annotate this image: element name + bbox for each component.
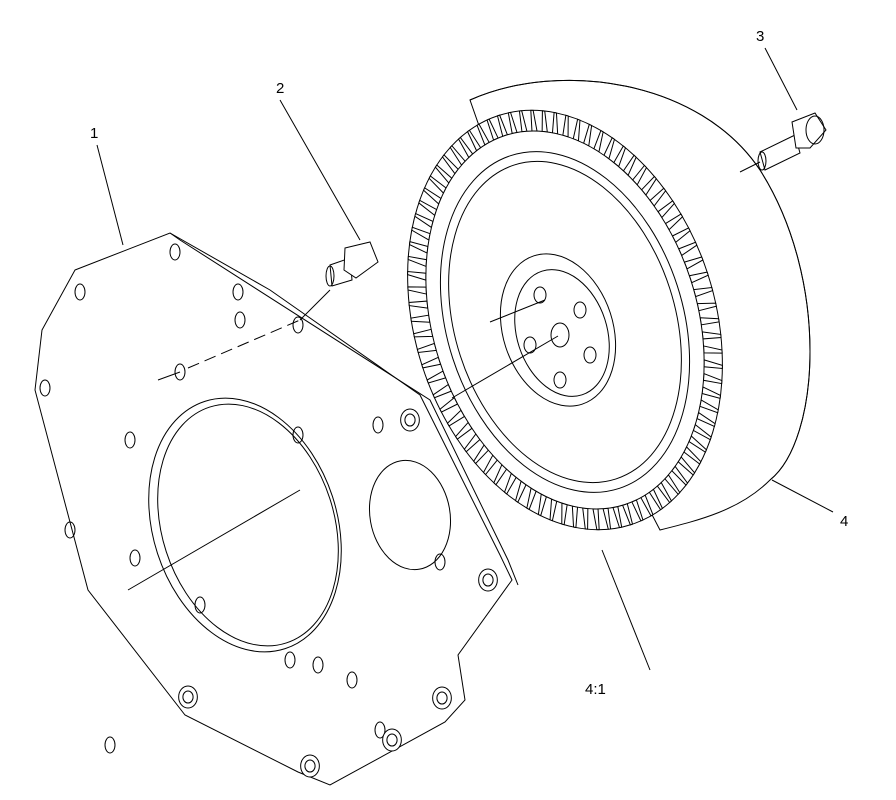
plate-hole	[284, 651, 296, 669]
callout-4-1: 4:1	[585, 681, 606, 698]
plate-hole	[174, 363, 186, 381]
plate-hole	[372, 416, 384, 434]
plate-hole	[64, 521, 76, 539]
plate-hole	[234, 311, 246, 329]
callout-leaders	[96, 47, 834, 671]
plate-hole	[169, 243, 181, 261]
flywheel-face-inner	[448, 160, 682, 484]
plate-boss	[436, 691, 448, 705]
plate-hole	[292, 426, 304, 444]
plate-hole	[104, 736, 116, 754]
bolt-flywheel	[739, 112, 827, 173]
callout-2: 2	[276, 80, 284, 97]
plate-thickness-edge	[169, 232, 519, 586]
callout-3: 3	[756, 28, 764, 45]
plate-hole	[312, 656, 324, 674]
plate-hole	[74, 283, 86, 301]
plate-hole	[232, 283, 244, 301]
plate-hole	[194, 596, 206, 614]
plate-hole	[39, 379, 51, 397]
plate-holes	[39, 243, 498, 778]
bolt-small	[325, 241, 379, 287]
flywheel	[407, 79, 811, 531]
flywheel-hub-inner	[514, 269, 610, 397]
plate-boss	[182, 690, 194, 704]
flywheel-face	[439, 151, 691, 493]
callout-1: 1	[90, 125, 98, 142]
plate-hole	[374, 721, 386, 739]
adapter-plate	[34, 232, 519, 786]
plate-hole	[292, 316, 304, 334]
plate-hole	[124, 431, 136, 449]
plate-hole	[346, 671, 358, 689]
ring-gear-teeth	[407, 109, 723, 531]
plate-boss	[482, 573, 494, 587]
flywheel-back-edge	[469, 79, 811, 481]
plate-boss	[304, 759, 316, 773]
plate-boss	[404, 413, 416, 427]
plate-boss	[386, 733, 398, 747]
callout-4: 4	[840, 513, 848, 530]
plate-large-opening	[148, 397, 342, 653]
hub-bolt-holes	[523, 286, 597, 389]
plate-small-opening	[368, 459, 452, 571]
plate-hole	[129, 549, 141, 567]
plate-hole	[434, 553, 446, 571]
